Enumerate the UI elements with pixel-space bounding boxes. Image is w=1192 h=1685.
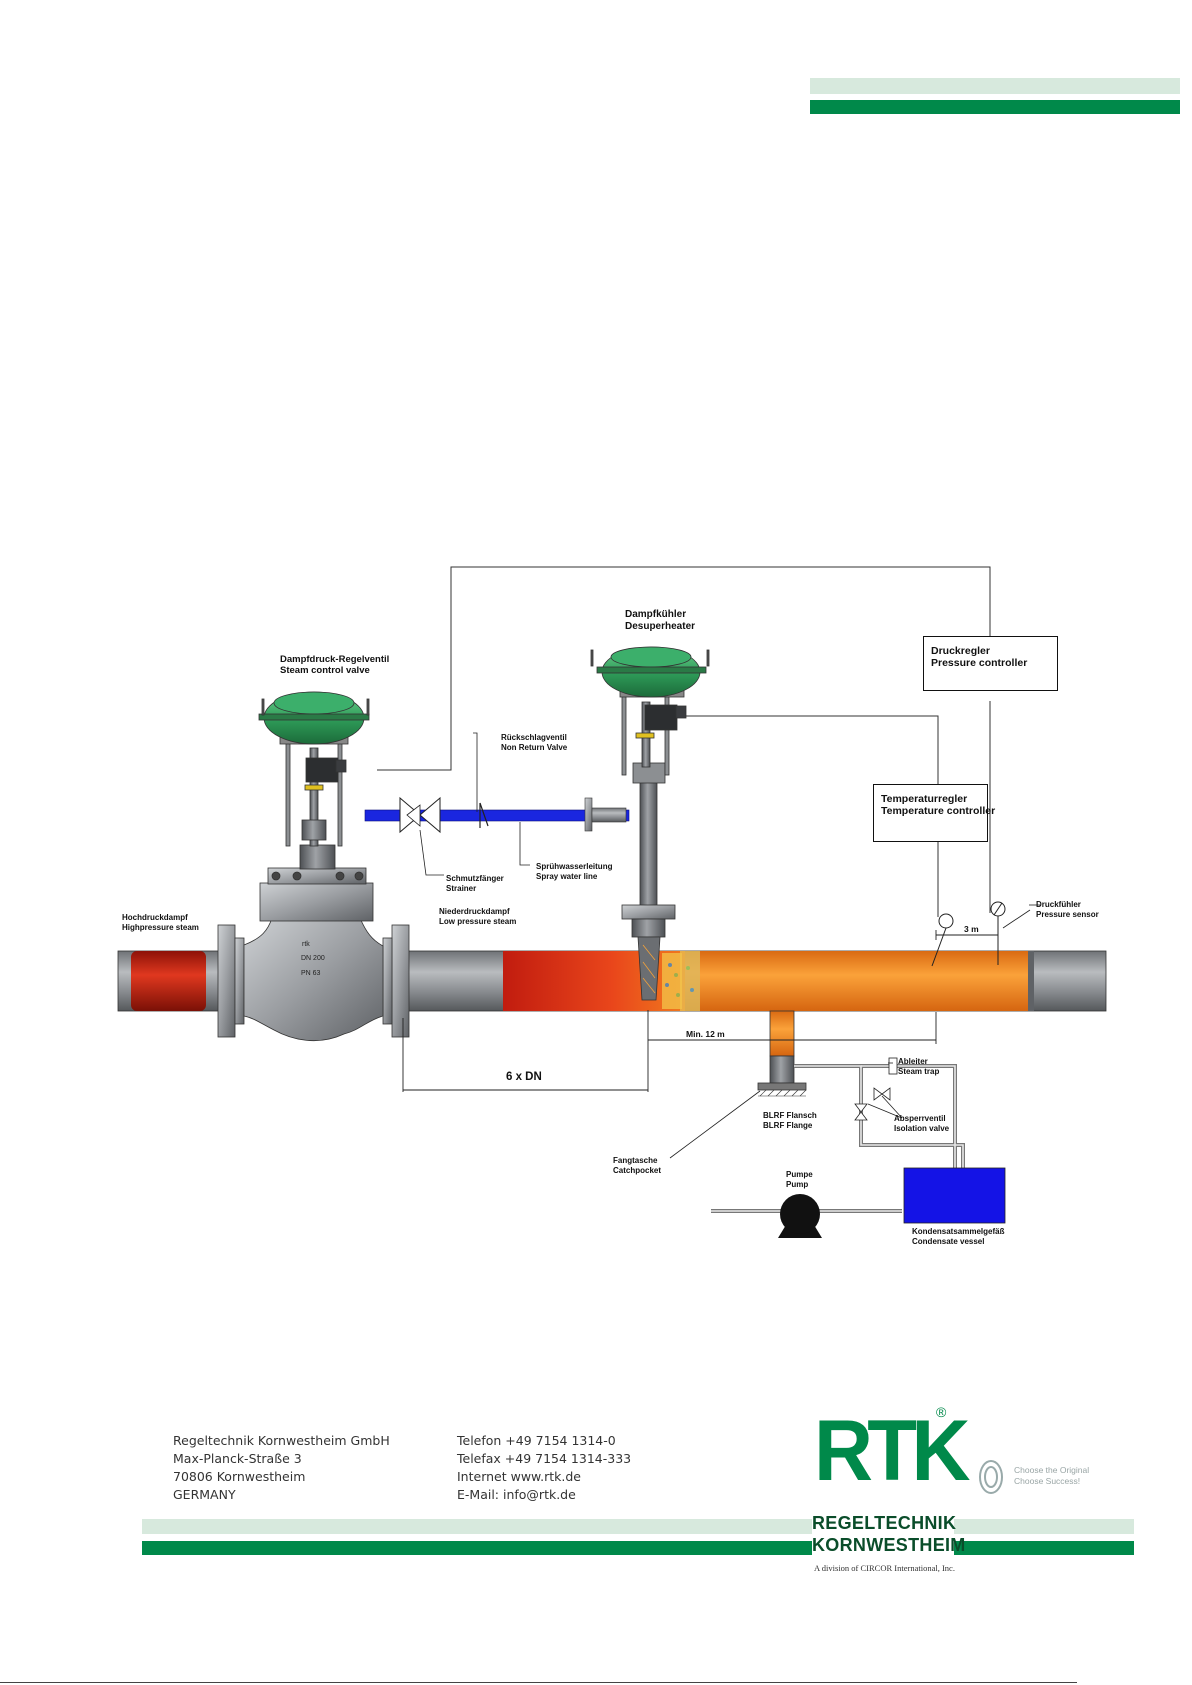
svg-text:PN 63: PN 63 <box>301 970 321 977</box>
division-note: A division of CIRCOR International, Inc. <box>814 1563 955 1573</box>
footer-stripe-dark <box>142 1541 1134 1555</box>
catchpocket-hatching <box>758 1089 807 1097</box>
pump-symbol <box>778 1194 822 1238</box>
dim-3m: 3 m <box>964 924 979 934</box>
rtk-logo-letters: RTK <box>814 1403 971 1499</box>
rtk-logo: RTK <box>814 1402 971 1502</box>
desuperheater-unit <box>590 646 710 1001</box>
footer-stripe-light <box>142 1519 1134 1534</box>
circor-badge-icon <box>978 1459 1004 1495</box>
steam-trap-symbol <box>888 1057 898 1075</box>
bottom-rule <box>0 1682 1077 1683</box>
spray-water-line <box>364 796 630 834</box>
company-name-line1: REGELTECHNIK <box>812 1513 957 1533</box>
pipe-flanges <box>217 924 410 1038</box>
company-name-line2: KORNWESTHEIM <box>812 1535 966 1555</box>
registered-mark: ® <box>936 1404 947 1420</box>
sensors <box>931 901 1006 967</box>
svg-text:DN 200: DN 200 <box>301 955 325 962</box>
dim-min-12m: Min. 12 m <box>686 1029 725 1039</box>
dimension-lines <box>402 930 999 1092</box>
svg-text:rtk: rtk <box>302 941 310 948</box>
control-valve-actuator <box>258 691 370 847</box>
footer-address: Regeltechnik Kornwestheim GmbH Max-Planc… <box>173 1433 390 1502</box>
signal-lines <box>377 566 991 917</box>
main-steam-pipe <box>117 950 1107 1012</box>
header-stripe-dark <box>810 100 1180 114</box>
dim-6xdn: 6 x DN <box>506 1071 542 1083</box>
slogan: Choose the Original Choose Success! <box>1014 1465 1090 1486</box>
catchpocket-branch <box>757 1010 807 1091</box>
valve-marking: rtk DN 200 PN 63 <box>301 941 325 977</box>
footer-contact: Telefon +49 7154 1314-0 Telefax +49 7154… <box>457 1433 632 1502</box>
leader-lines <box>419 732 1040 1159</box>
header-stripe-light <box>810 78 1180 94</box>
condensate-vessel <box>903 1167 1006 1224</box>
spray-zone <box>662 953 694 1009</box>
company-name-block: REGELTECHNIK KORNWESTHEIM <box>812 1512 966 1562</box>
isolation-valve-symbol <box>854 1087 891 1121</box>
control-valve-body <box>243 844 384 1041</box>
